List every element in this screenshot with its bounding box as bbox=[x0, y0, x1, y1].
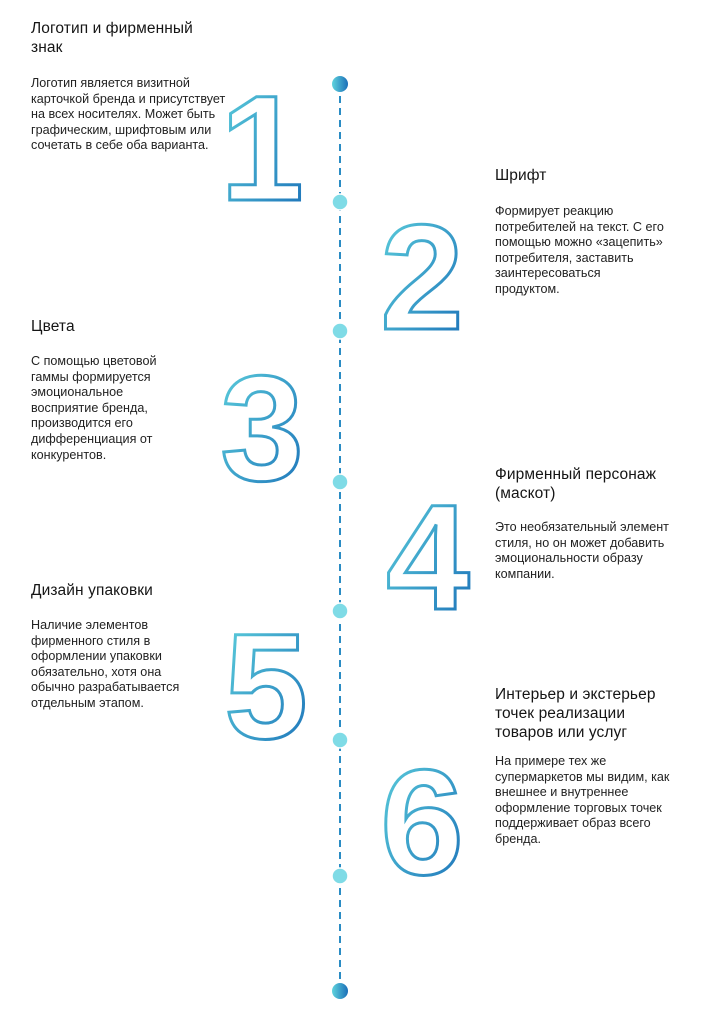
step-6-title: Интерьер и экстерьер точек реализации то… bbox=[495, 686, 656, 741]
step-6-description: На примере тех же супермаркетов мы видим… bbox=[495, 754, 670, 846]
step-2-description: Формирует реакцию потребителей на текст.… bbox=[495, 204, 664, 296]
step-5-description: Наличие элементов фирменного стиля в офо… bbox=[31, 618, 180, 710]
step-1-description: Логотип является визитной карточкой брен… bbox=[31, 76, 226, 153]
timeline-end-dot bbox=[332, 983, 348, 999]
step-3-title: Цвета bbox=[31, 318, 75, 335]
step-1-number: 1 bbox=[220, 64, 303, 232]
timeline-start-dot bbox=[332, 76, 348, 92]
step-2-dot bbox=[331, 322, 349, 340]
step-1-dot bbox=[331, 193, 349, 211]
step-3-dot bbox=[331, 473, 349, 491]
step-4-title: Фирменный персонаж (маскот) bbox=[495, 466, 657, 502]
step-6-dot bbox=[331, 867, 349, 885]
step-2-title: Шрифт bbox=[495, 167, 547, 184]
step-6-number: 6 bbox=[380, 738, 463, 906]
step-5-number: 5 bbox=[224, 602, 307, 770]
step-2-number: 2 bbox=[380, 193, 463, 361]
step-3-number: 3 bbox=[220, 344, 303, 512]
step-5-dot bbox=[331, 731, 349, 749]
step-3-description: С помощью цветовой гаммы формируется эмо… bbox=[31, 354, 157, 462]
step-4-number: 4 bbox=[386, 473, 469, 641]
step-4-description: Это необязательный элемент стиля, но он … bbox=[495, 520, 669, 581]
step-5-title: Дизайн упаковки bbox=[31, 582, 153, 599]
step-4-dot bbox=[331, 602, 349, 620]
step-1-title: Логотип и фирменный знак bbox=[31, 20, 193, 56]
